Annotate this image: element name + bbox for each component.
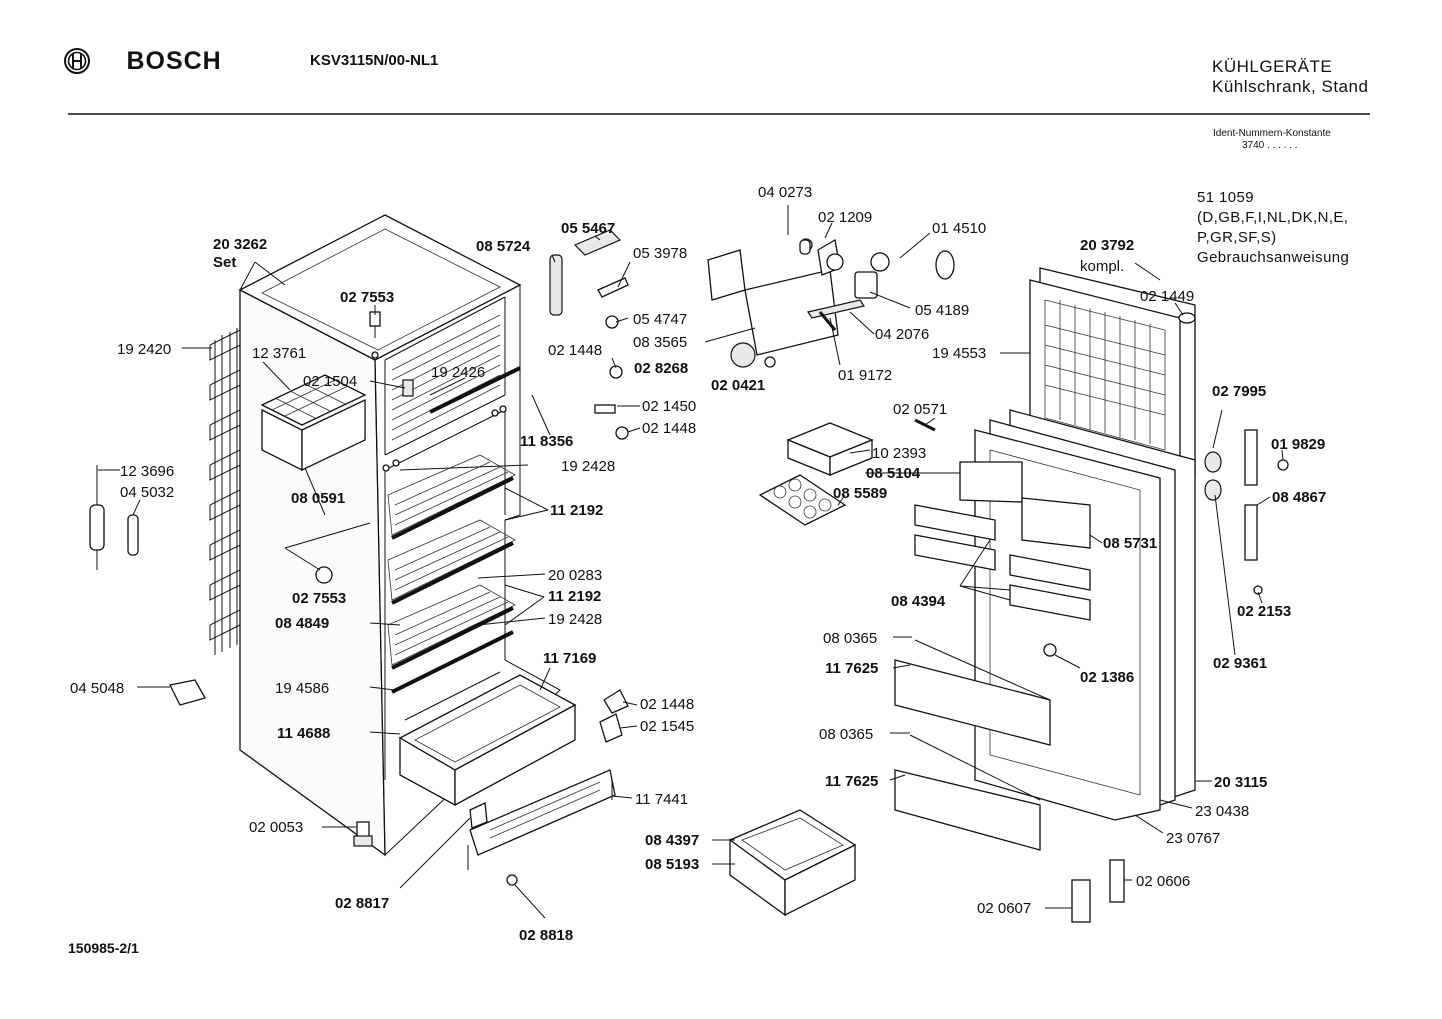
part-label: 05 3978 (633, 245, 687, 262)
egg-tray (758, 474, 847, 526)
part-label: 02 0421 (711, 377, 765, 394)
part-label: 02 1504 (303, 373, 357, 390)
part-label: 02 1545 (640, 718, 694, 735)
part-label: 19 2428 (561, 458, 615, 475)
part-label: 01 4510 (932, 220, 986, 237)
part-label: 08 3565 (633, 334, 687, 351)
part-label: 05 4747 (633, 311, 687, 328)
part-label: Set (213, 254, 236, 271)
part-label: 19 2426 (431, 364, 485, 381)
part-label: 04 0273 (758, 184, 812, 201)
part-label: 11 2192 (548, 588, 601, 605)
part-label: 11 4688 (277, 725, 330, 742)
part-label: 08 4849 (275, 615, 329, 632)
hinge-parts (914, 312, 1289, 923)
part-number-labels: 20 3262 Set 19 2420 12 3761 02 7553 02 1… (70, 184, 1326, 944)
part-label: 02 0571 (893, 401, 947, 418)
small-parts (89, 229, 955, 886)
part-label: 20 3262 (213, 236, 267, 253)
part-label: 02 2153 (1237, 603, 1291, 620)
butter-dish (786, 422, 874, 476)
part-label: 23 0767 (1166, 830, 1220, 847)
part-label: 08 5731 (1103, 535, 1157, 552)
bosch-armature-icon (64, 48, 90, 74)
part-label: 08 5589 (833, 485, 887, 502)
leader-lines (98, 205, 1284, 919)
part-label: 19 2428 (548, 611, 602, 628)
manual-languages-2: P,GR,SF,S) (1197, 229, 1277, 246)
part-label: 11 2192 (550, 502, 603, 519)
part-label: 02 7553 (340, 289, 394, 306)
part-label: 02 8818 (519, 927, 573, 944)
part-label: 20 3792 (1080, 237, 1134, 254)
part-label: 08 4394 (891, 593, 946, 610)
part-label: 08 5104 (866, 465, 921, 482)
part-label: 02 1448 (642, 420, 696, 437)
category-subtitle: Kühlschrank, Stand (1212, 77, 1369, 96)
part-label: 19 4553 (932, 345, 986, 362)
part-label: 08 5193 (645, 856, 699, 873)
part-label: 08 4867 (1272, 489, 1326, 506)
ident-value: 3740 . . . . . . (1242, 140, 1298, 151)
ident-label: Ident-Nummern-Konstante (1213, 128, 1331, 139)
part-label: 11 7169 (543, 650, 596, 667)
part-label: 11 7441 (635, 791, 688, 808)
freezer-door (1029, 267, 1196, 476)
dairy-box (728, 809, 857, 917)
door-bars (894, 639, 1051, 851)
part-label: 02 7995 (1212, 383, 1266, 400)
part-label: 02 0607 (977, 900, 1031, 917)
part-label: 02 1450 (642, 398, 696, 415)
part-label: 02 7553 (292, 590, 346, 607)
part-label: 08 0365 (819, 726, 873, 743)
part-label: 02 1449 (1140, 288, 1194, 305)
part-label: 08 4397 (645, 832, 699, 849)
part-label: 02 0606 (1136, 873, 1190, 890)
manual-label: Gebrauchsanweisung (1197, 249, 1350, 266)
ice-tray (260, 374, 367, 472)
crisper-drawer (398, 671, 577, 807)
part-label: kompl. (1080, 258, 1124, 275)
part-label: 19 4586 (275, 680, 329, 697)
manual-part-number: 51 1059 (1197, 189, 1255, 206)
part-label: 02 1448 (640, 696, 694, 713)
model-number: KSV3115N/00-NL1 (310, 52, 439, 69)
part-label: 02 1448 (548, 342, 602, 359)
drawing-code: 150985-2/1 (68, 940, 139, 956)
part-label: 04 5048 (70, 680, 124, 697)
part-label: 23 0438 (1195, 803, 1249, 820)
part-label: 12 3761 (252, 345, 306, 362)
part-label: 02 1209 (818, 209, 872, 226)
part-label: 11 7625 (825, 660, 878, 677)
part-label: 08 0591 (291, 490, 345, 507)
part-label: 02 8268 (634, 360, 688, 377)
brand-logo: BOSCH (62, 46, 222, 76)
manual-languages-1: (D,GB,F,I,NL,DK,N,E, (1197, 209, 1349, 226)
part-label: 04 2076 (875, 326, 929, 343)
part-label: 12 3696 (120, 463, 174, 480)
door-shelves (914, 461, 1091, 621)
part-label: 04 5032 (120, 484, 174, 501)
part-label: 19 2420 (117, 341, 171, 358)
category-title: KÜHLGERÄTE (1212, 57, 1333, 76)
part-label: 02 9361 (1213, 655, 1267, 672)
part-label: 08 0365 (823, 630, 877, 647)
part-label: 20 0283 (548, 567, 602, 584)
part-label: 05 5467 (561, 220, 615, 237)
part-label: 11 7625 (825, 773, 878, 790)
part-label: 01 9172 (838, 367, 892, 384)
part-label: 08 5724 (476, 238, 531, 255)
condenser-coil (209, 328, 241, 655)
brand-name: BOSCH (126, 46, 222, 75)
part-label: 02 8817 (335, 895, 389, 912)
part-label: 05 4189 (915, 302, 969, 319)
part-label: 02 1386 (1080, 669, 1134, 686)
part-label: 11 8356 (520, 433, 573, 450)
part-label: 02 0053 (249, 819, 303, 836)
part-label: 10 2393 (872, 445, 926, 462)
part-label: 01 9829 (1271, 436, 1325, 453)
part-label: 20 3115 (1214, 774, 1267, 791)
